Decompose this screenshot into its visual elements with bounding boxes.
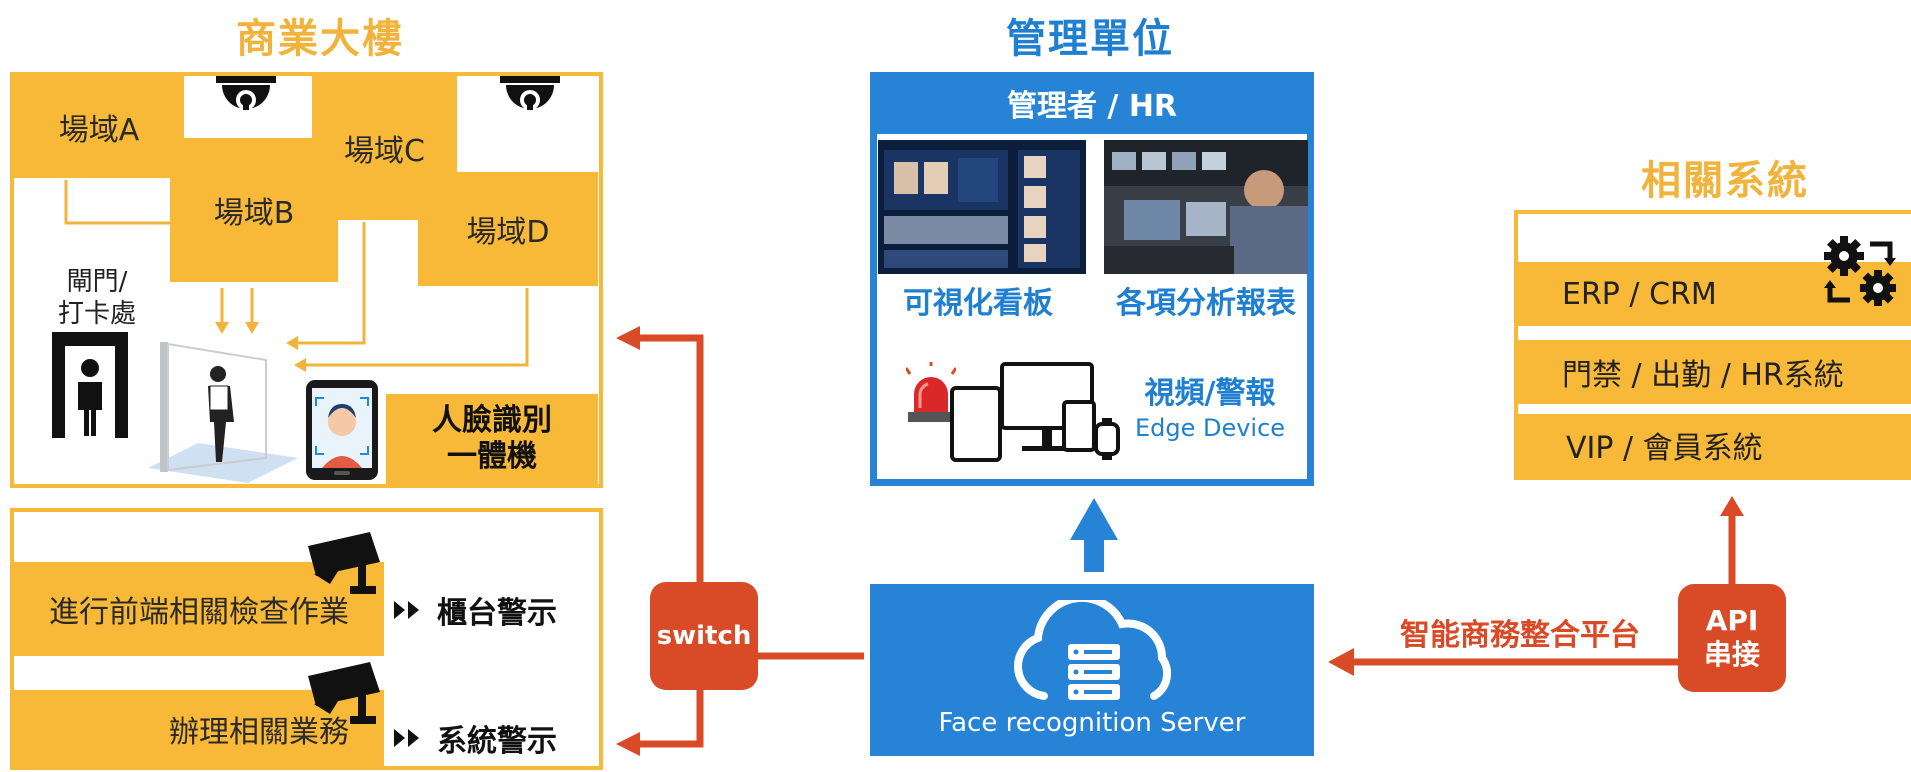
edge-device-label: Edge Device	[1134, 414, 1286, 442]
display-devices-icon	[950, 362, 1120, 462]
kiosk-label: 人臉識別 一體機	[386, 394, 598, 484]
alert-siren-icon	[906, 362, 956, 422]
face-recognition-tablet-icon	[306, 380, 378, 480]
gate-label: 閘門/ 打卡處	[42, 266, 152, 330]
gears-sync-icon	[1824, 236, 1896, 306]
zone-d: 場域D	[418, 172, 598, 286]
dome-camera-icon	[216, 76, 276, 110]
heading-management: 管理單位	[1006, 16, 1174, 62]
heading-commercial-building: 商業大樓	[236, 16, 404, 62]
system-vip-label: VIP / 會員系統	[1566, 431, 1763, 466]
management-panel-title: 管理者 / HR	[870, 72, 1314, 134]
play-arrow-icon	[394, 601, 405, 619]
building-frame	[10, 72, 603, 488]
gate-label-line1: 閘門/	[66, 267, 128, 297]
video-alert-label: 視頻/警報	[1144, 376, 1276, 411]
system-vip: VIP / 會員系統	[1518, 414, 1911, 476]
switch-node: switch	[650, 582, 758, 690]
zone-b: 場域B	[170, 138, 338, 282]
control-room-photo	[1104, 140, 1308, 274]
kiosk-label-line1: 人臉識別	[432, 403, 552, 438]
reports-label: 各項分析報表	[1116, 286, 1296, 321]
system-erp-crm-label: ERP / CRM	[1562, 276, 1717, 312]
play-arrow-icon	[408, 601, 419, 619]
security-camera-icon	[308, 662, 380, 724]
front-desk-alert-text: 櫃台警示	[437, 596, 557, 631]
server-label: Face recognition Server	[938, 708, 1246, 738]
play-arrow-icon	[408, 729, 419, 747]
kiosk-label-line2: 一體機	[447, 439, 537, 474]
zone-a: 場域A	[14, 76, 184, 178]
heading-related-systems: 相關系統	[1641, 158, 1809, 204]
api-node-line2: 串接	[1703, 638, 1760, 671]
gate-label-line2: 打卡處	[57, 299, 136, 329]
system-access-hr: 門禁 / 出勤 / HR系統	[1518, 340, 1911, 404]
system-alert: 系統警示	[394, 718, 557, 759]
play-arrow-icon	[394, 729, 405, 747]
cloud-server-icon	[1014, 600, 1172, 700]
system-access-hr-label: 門禁 / 出勤 / HR系統	[1562, 358, 1844, 393]
api-node: API 串接	[1678, 584, 1786, 692]
api-node-line1: API	[1705, 604, 1759, 637]
dashboard-screenshot	[878, 140, 1086, 274]
gate-person-icon	[52, 332, 128, 438]
dome-camera-icon	[500, 76, 560, 110]
front-desk-alert: 櫃台警示	[394, 590, 557, 631]
security-camera-icon	[308, 532, 380, 594]
system-alert-text: 系統警示	[437, 724, 557, 759]
related-systems-frame	[1514, 210, 1911, 480]
front-desk-frame	[10, 508, 603, 770]
dashboard-label: 可視化看板	[903, 286, 1053, 321]
face-scan-walkthrough-icon	[148, 342, 298, 483]
integration-platform-label: 智能商務整合平台	[1400, 618, 1640, 653]
